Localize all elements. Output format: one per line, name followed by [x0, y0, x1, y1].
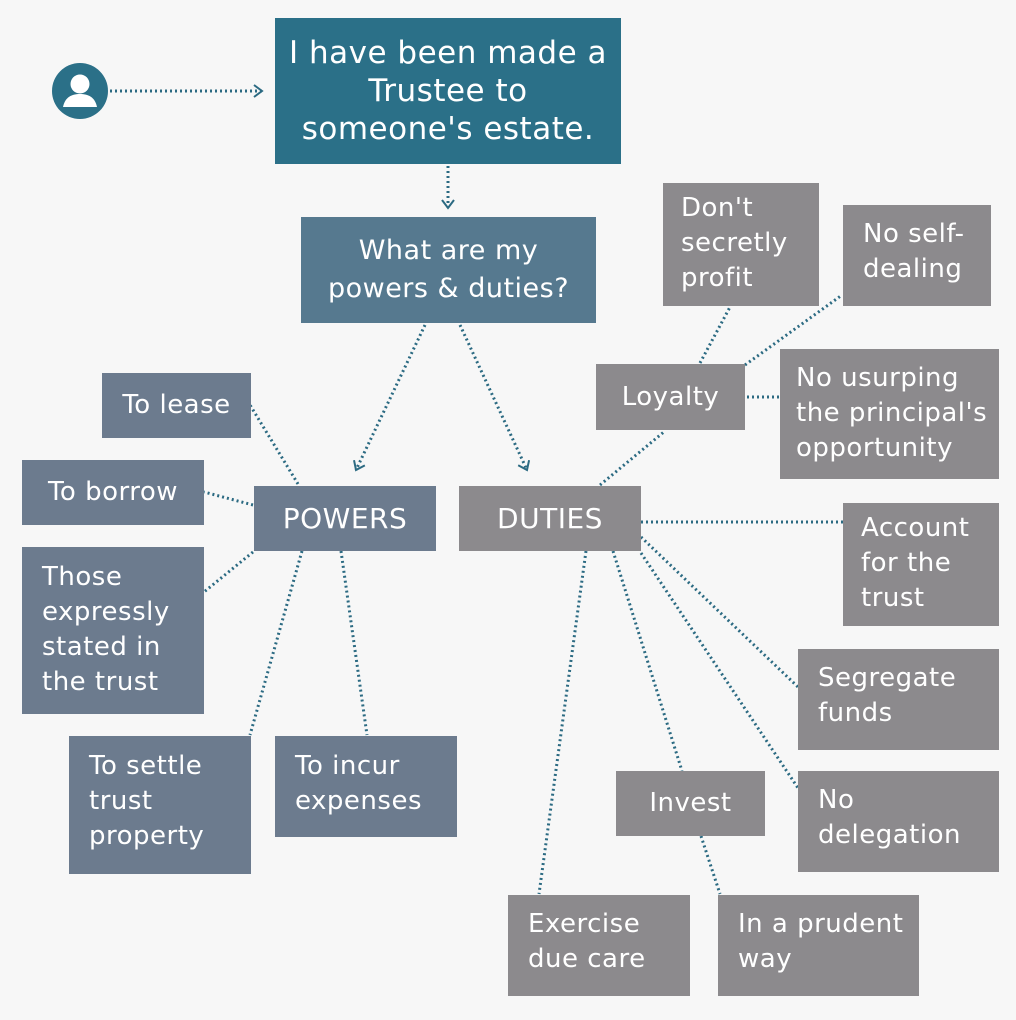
duty-invest: Invest	[616, 771, 765, 836]
power-to-borrow-label: To borrow	[47, 477, 179, 507]
duty-exercise-due-care-label: Exercise due care	[528, 909, 646, 974]
duties-to-loyalty-line	[599, 429, 666, 487]
powers-node-label: POWERS	[282, 502, 408, 535]
duty-no-delegation-label: No delegation	[818, 785, 961, 850]
duties-to-delegation-line	[639, 552, 800, 789]
power-to-borrow: To borrow	[22, 460, 204, 525]
power-incur-expenses: To incur expenses	[275, 736, 457, 837]
loyalty-no-usurping-label: No usurping the principal's opportunity	[796, 363, 988, 463]
loyalty-no-self-dealing-label: No self-dealing	[863, 219, 965, 284]
duty-no-delegation: No delegation	[798, 771, 999, 872]
loyalty-no-secret-profit: Don't secretly profit	[663, 183, 819, 306]
duty-loyalty-label: Loyalty	[621, 381, 720, 412]
duties-to-duecare-line	[537, 550, 588, 895]
duty-loyalty: Loyalty	[596, 364, 745, 430]
duties-node-label: DUTIES	[497, 502, 603, 535]
loyalty-no-secret-profit-label: Don't secretly profit	[681, 193, 788, 293]
loyalty-to-profit-line	[698, 306, 732, 364]
power-settle-label: To settle trust property	[89, 751, 205, 851]
power-expressly-stated: Those expressly stated in the trust	[22, 547, 204, 714]
powers-to-borrow-line	[203, 490, 254, 507]
power-incur-expenses-label: To incur expenses	[295, 751, 422, 816]
root-node: I have been made a Trustee to someone's …	[275, 18, 621, 164]
question-to-powers-arrow	[353, 324, 427, 472]
powers-to-express-line	[203, 550, 254, 594]
powers-node: POWERS	[254, 486, 436, 551]
powers-to-lease-line	[248, 404, 300, 485]
power-expressly-stated-label: Those expressly stated in the trust	[42, 562, 170, 697]
powers-to-expenses-line	[339, 550, 369, 736]
duty-account-label: Account for the trust	[861, 513, 970, 613]
duties-to-invest-line	[611, 550, 684, 772]
powers-to-settle-line	[248, 550, 304, 736]
question-to-duties-arrow	[458, 324, 531, 472]
power-to-lease-label: To lease	[122, 390, 231, 420]
duty-exercise-due-care: Exercise due care	[508, 895, 690, 996]
invest-prudent-way-label: In a prudent way	[738, 909, 904, 974]
loyalty-no-self-dealing: No self-dealing	[843, 205, 991, 306]
duties-node: DUTIES	[459, 486, 641, 551]
duty-account: Account for the trust	[843, 503, 999, 626]
question-node: What are my powers & duties?	[301, 217, 596, 323]
user-avatar-icon	[52, 63, 108, 119]
invest-prudent-way: In a prudent way	[718, 895, 919, 996]
power-to-lease: To lease	[102, 373, 251, 438]
power-settle-trust-property: To settle trust property	[69, 736, 251, 874]
duty-invest-label: Invest	[649, 788, 732, 818]
duty-segregate-funds-label: Segregate funds	[818, 663, 957, 728]
loyalty-no-usurping: No usurping the principal's opportunity	[780, 349, 999, 479]
question-node-label: What are my powers & duties?	[327, 235, 570, 304]
root-node-label: I have been made a Trustee to someone's …	[288, 35, 608, 147]
invest-to-prudent-line	[699, 835, 722, 895]
duty-segregate-funds: Segregate funds	[798, 649, 999, 750]
duties-to-segregate-line	[639, 535, 800, 689]
